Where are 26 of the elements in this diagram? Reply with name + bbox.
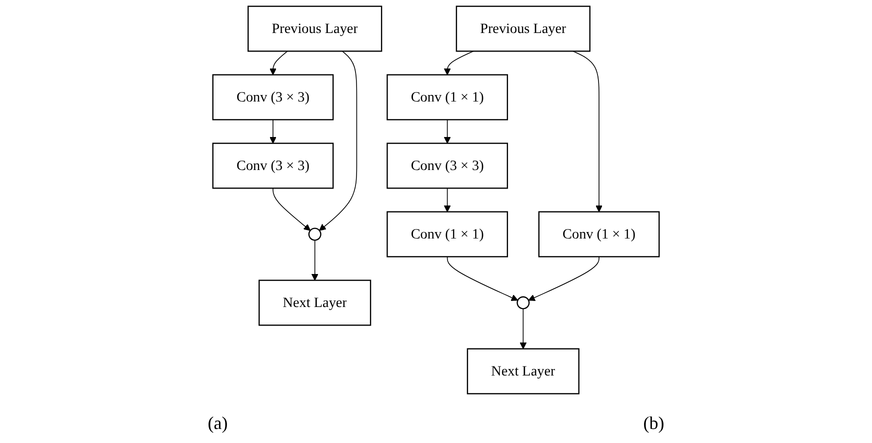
node-box: Conv (3 × 3) xyxy=(386,142,508,189)
node-circle xyxy=(308,228,322,241)
arrow xyxy=(528,256,600,301)
node-box: Conv (3 × 3) xyxy=(212,74,334,120)
panel-label: (b) xyxy=(643,413,664,435)
node-box: Conv (1 × 1) xyxy=(538,211,660,258)
arrow xyxy=(444,188,451,212)
arrow xyxy=(444,50,474,76)
node-box: Previous Layer xyxy=(248,6,382,52)
arrow xyxy=(444,119,451,144)
arrow xyxy=(572,50,602,212)
arrow xyxy=(270,50,288,76)
node-box: Next Layer xyxy=(466,348,580,394)
panel-label: (a) xyxy=(208,413,228,435)
arrow xyxy=(270,119,276,144)
node-box: Conv (1 × 1) xyxy=(386,74,508,120)
node-box: Next Layer xyxy=(258,280,372,326)
arrow xyxy=(520,308,527,350)
node-circle xyxy=(516,296,530,310)
node-box: Conv (3 × 3) xyxy=(212,142,334,189)
node-box: Previous Layer xyxy=(456,6,590,52)
arrow xyxy=(446,256,518,301)
arrow xyxy=(311,240,318,281)
arrow xyxy=(319,50,358,231)
arrow xyxy=(272,188,311,231)
node-box: Conv (1 × 1) xyxy=(386,211,508,258)
